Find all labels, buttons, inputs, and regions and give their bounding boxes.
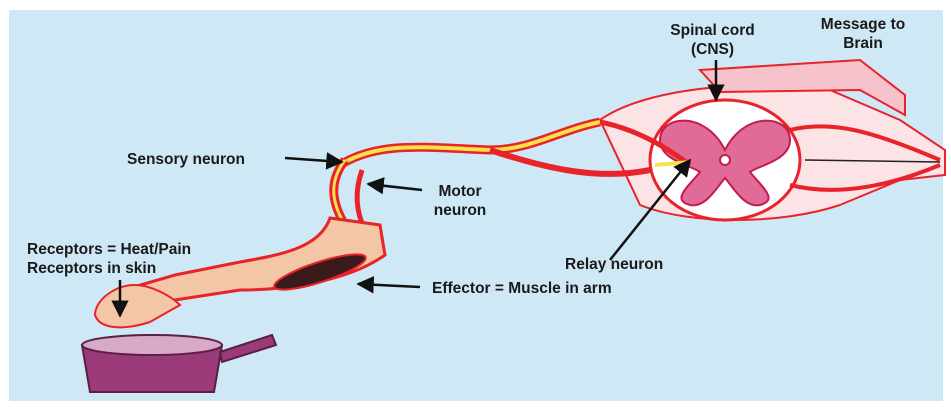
label-message-line2: Brain [808,34,918,53]
arrow-sensory [285,158,342,162]
cooking-pan [82,335,276,392]
label-receptors: Receptors = Heat/Pain Receptors in skin [27,240,191,278]
label-motor-neuron: Motor neuron [425,182,495,220]
label-receptors-line2: Receptors in skin [27,259,191,278]
label-spinal-cord-line1: Spinal cord [650,21,775,40]
label-effector: Effector = Muscle in arm [432,279,612,298]
label-sensory-neuron: Sensory neuron [127,150,245,169]
label-motor-line2: neuron [425,201,495,220]
arrow-motor [368,184,422,190]
label-message-to-brain: Message to Brain [808,15,918,53]
label-motor-line1: Motor [425,182,495,201]
label-spinal-cord: Spinal cord (CNS) [650,21,775,59]
label-receptors-line1: Receptors = Heat/Pain [27,240,191,259]
arrow-effector [358,284,420,287]
label-relay-neuron: Relay neuron [565,255,663,274]
label-message-line1: Message to [808,15,918,34]
label-spinal-cord-line2: (CNS) [650,40,775,59]
